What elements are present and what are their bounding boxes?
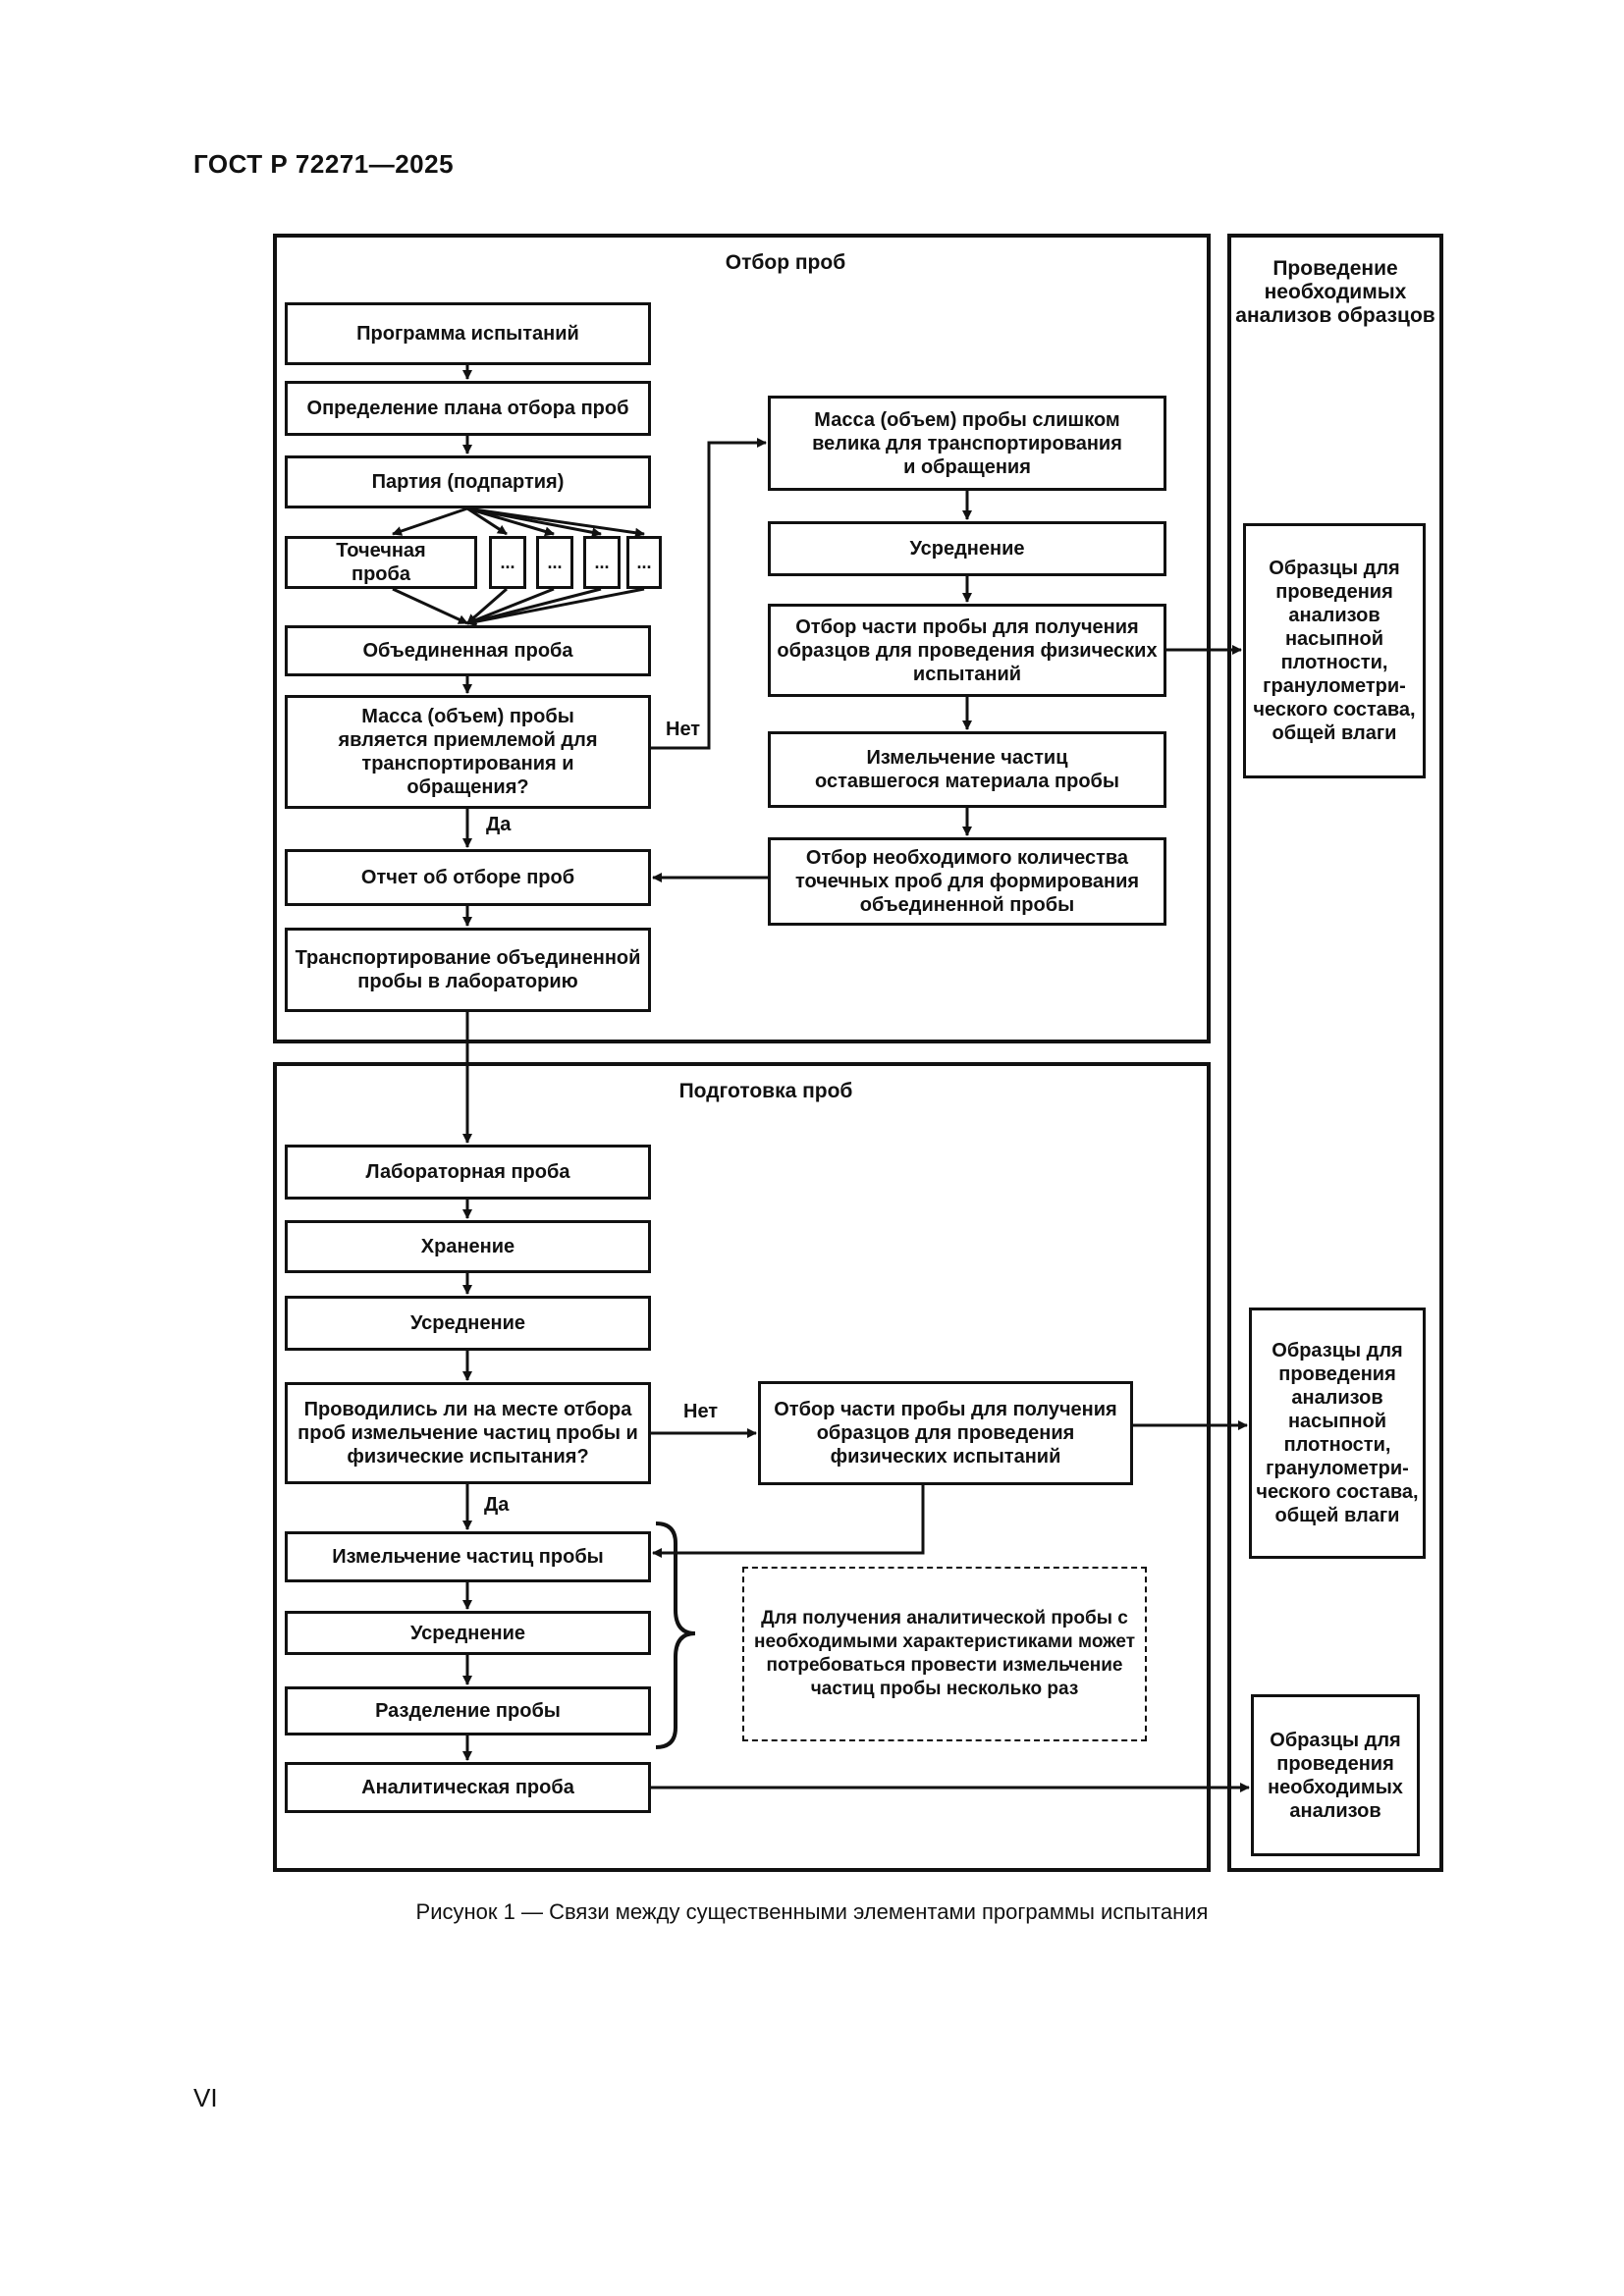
- arrow-lot-increment: [392, 507, 468, 536]
- increment-dots-box-1: ...: [489, 536, 526, 589]
- arrow-physical-to-crushing: [652, 1485, 925, 1558]
- analytical-sample-box: Аналитическая проба: [285, 1762, 651, 1813]
- arrow-dots4-composite: [466, 587, 645, 627]
- arrow-increment-composite: [392, 587, 468, 625]
- document-header: ГОСТ Р 72271—2025: [193, 149, 455, 179]
- increment-dots-box-3: ...: [583, 536, 621, 589]
- test-program-box: Программа испытаний: [285, 302, 651, 365]
- page-number: VI: [193, 2083, 218, 2112]
- crushing-remaining-box: Измельчение частиц оставшегося материала…: [768, 731, 1166, 808]
- prep-no-label: Нет: [683, 1401, 719, 1422]
- sampling-no-label: Нет: [666, 719, 701, 740]
- physical-samples-box-2: Образцы для проведения анализов насыпной…: [1249, 1308, 1426, 1559]
- select-increments-box: Отбор необходимого количества точечных п…: [768, 837, 1166, 926]
- transport-box: Транспортирование объединенной пробы в л…: [285, 928, 651, 1012]
- figure-caption: Рисунок 1 — Связи между существенными эл…: [415, 1899, 1209, 1924]
- increment-dots-box-4: ...: [626, 536, 662, 589]
- arrow-dots2-composite: [466, 587, 555, 625]
- sampling-physical-part-box: Отбор части пробы для получения образцов…: [768, 604, 1166, 697]
- analyses-title: Проведение необходимых анализов образцов: [1235, 257, 1435, 327]
- onsite-question-box: Проводились ли на месте отбора проб изме…: [285, 1382, 651, 1484]
- crushing-box: Измельчение частиц пробы: [285, 1531, 651, 1582]
- prep-yes-label: Да: [484, 1494, 510, 1516]
- physical-samples-box-1: Образцы для проведения анализов насыпной…: [1243, 523, 1426, 778]
- arrow-no-too-large: [651, 438, 767, 750]
- arrow-lot-dots4: [466, 507, 645, 538]
- prep-mixing2-box: Усреднение: [285, 1611, 651, 1655]
- analyses-frame: [1227, 234, 1443, 1872]
- preparation-frame: [273, 1062, 1211, 1872]
- division-box: Разделение пробы: [285, 1686, 651, 1735]
- sampling-title: Отбор проб: [725, 251, 846, 274]
- sampling-frame: [273, 234, 1211, 1043]
- composite-sample-box: Объединенная проба: [285, 625, 651, 676]
- sampling-report-box: Отчет об отборе проб: [285, 849, 651, 906]
- sampling-plan-box: Определение плана отбора проб: [285, 381, 651, 436]
- prep-mixing-box: Усреднение: [285, 1296, 651, 1351]
- mass-acceptable-question-box: Масса (объем) пробы является приемлемой …: [285, 695, 651, 809]
- arrow-lot-dots2: [466, 507, 555, 537]
- lot-box: Партия (подпартия): [285, 455, 651, 508]
- preparation-title: Подготовка проб: [678, 1080, 853, 1102]
- repeat-brace: [655, 1522, 696, 1749]
- analysis-samples-box: Образцы для проведения необходимых анали…: [1251, 1694, 1420, 1856]
- prep-physical-part-box: Отбор части пробы для получения образцов…: [758, 1381, 1133, 1485]
- sampling-yes-label: Да: [486, 814, 512, 835]
- lab-sample-box: Лабораторная проба: [285, 1145, 651, 1200]
- increment-box: Точечная проба: [285, 536, 477, 589]
- repeat-crushing-note: Для получения аналитической пробы с необ…: [742, 1567, 1147, 1741]
- mass-too-large-box: Масса (объем) пробы слишком велика для т…: [768, 396, 1166, 491]
- increment-dots-box-2: ...: [536, 536, 573, 589]
- arrow-lot-dots1: [466, 507, 508, 536]
- storage-box: Хранение: [285, 1220, 651, 1273]
- sampling-mixing-box: Усреднение: [768, 521, 1166, 576]
